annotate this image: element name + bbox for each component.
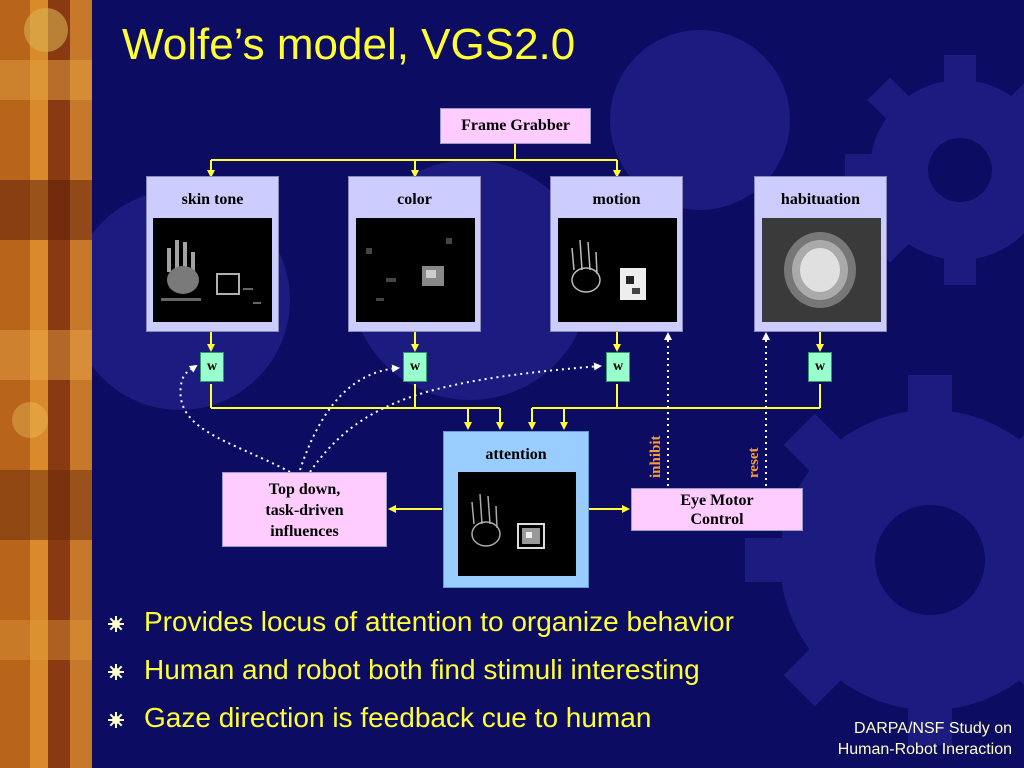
habituation-image — [762, 218, 881, 322]
panel-color: color — [348, 176, 481, 332]
frame-grabber-box: Frame Grabber — [440, 108, 591, 144]
footer: DARPA/NSF Study on Human-Robot Ineractio… — [838, 718, 1012, 760]
inhibit-label: inhibit — [648, 435, 664, 478]
top-down-line-1: Top down, — [268, 481, 341, 498]
panel-motion: motion — [550, 176, 683, 332]
panel-label: color — [397, 191, 432, 208]
panel-label: habituation — [780, 191, 861, 208]
top-down-line-3: influences — [270, 523, 339, 540]
footer-line-2: Human-Robot Ineraction — [837, 741, 1012, 758]
bullet-text: Gaze direction is feedback cue to human — [144, 702, 652, 733]
weight-motion: w — [606, 352, 630, 382]
slide-title: Wolfe’s model, VGS2.0 — [122, 20, 576, 69]
frame-grabber-label: Frame Grabber — [461, 117, 570, 134]
weight-habituation: w — [808, 352, 832, 382]
weight-skin-tone: w — [200, 352, 224, 382]
panel-label: skin tone — [181, 191, 244, 208]
panel-skin-tone: skin tone — [146, 176, 279, 332]
weight-color: w — [403, 352, 427, 382]
attention-label: attention — [485, 446, 547, 463]
panel-habituation: habituation — [754, 176, 887, 332]
reset-label: reset — [746, 447, 762, 478]
attention-panel: attention — [443, 431, 589, 588]
bullet-icon — [108, 664, 124, 680]
color-image — [356, 218, 475, 322]
top-down-line-2: task-driven — [265, 502, 344, 519]
bullet-text: Human and robot both find stimuli intere… — [144, 654, 700, 685]
footer-line-1: DARPA/NSF Study on — [854, 720, 1012, 737]
bullet-text: Provides locus of attention to organize … — [144, 606, 734, 637]
bullet-icon — [108, 712, 124, 728]
decorative-side-strip — [0, 0, 92, 768]
skin-tone-image — [153, 218, 272, 322]
bullet-icon — [108, 616, 124, 632]
eye-motor-line-2: Control — [690, 511, 744, 528]
panel-label: motion — [592, 191, 641, 208]
attention-image — [458, 472, 576, 576]
eye-motor-control-box: Eye Motor Control — [631, 488, 803, 531]
top-down-influences-box: Top down, task-driven influences — [222, 472, 387, 547]
eye-motor-line-1: Eye Motor — [680, 492, 754, 509]
motion-image — [558, 218, 677, 322]
